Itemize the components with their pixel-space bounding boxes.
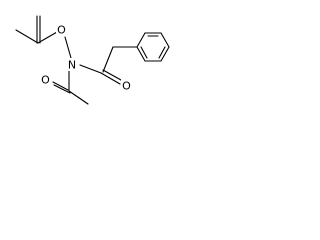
phenyl-ring <box>136 32 170 62</box>
bond-ester-carbonyl-to-oxygen <box>37 31 58 44</box>
bond-methyl-to-ester-carbonyl <box>15 29 39 44</box>
bond-amide-carbonyl-double-a <box>100 72 121 85</box>
ester-oxygen-label: O <box>57 24 66 37</box>
bond-acetyl-carbonyl-double-a <box>52 81 69 91</box>
atom-nitrogen: N <box>66 58 78 72</box>
molecule-structure-diagram: O N O O <box>15 15 170 105</box>
atom-ester-oxygen: O <box>56 23 67 37</box>
nitrogen-label: N <box>68 59 76 72</box>
bond-nitrogen-to-amide-carbon <box>79 64 102 74</box>
bond-amide-carbonyl-double-b <box>102 69 122 81</box>
phenyl-inner-double-bond-3 <box>140 46 148 59</box>
amide-oxygen-label: O <box>122 80 131 93</box>
bond-acetyl-carbon-to-methyl <box>68 90 89 105</box>
acetyl-oxygen-label: O <box>41 74 50 87</box>
atom-amide-carbonyl-oxygen: O <box>121 79 132 93</box>
atom-acetyl-carbonyl-oxygen: O <box>40 73 51 87</box>
bond-acetyl-carbonyl-double-b <box>53 84 71 94</box>
phenyl-inner-double-bond-2 <box>158 46 166 59</box>
bond-oxygen-to-nitrogen <box>64 36 72 59</box>
bond-amide-carbon-to-methylene <box>102 46 114 73</box>
